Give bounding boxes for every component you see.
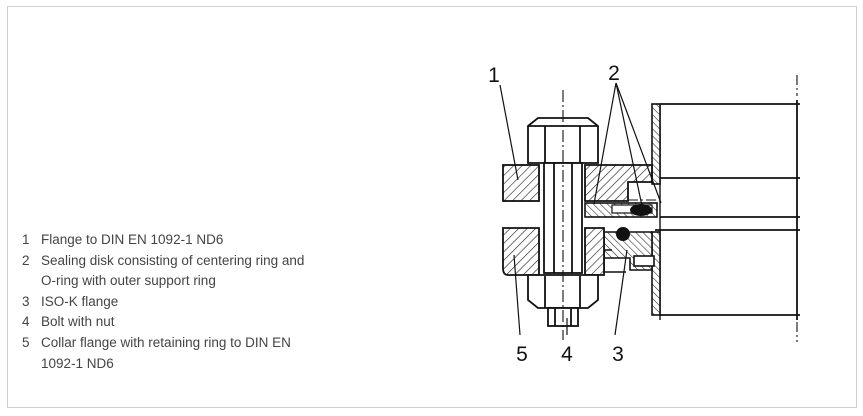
legend-item-2: 2 Sealing disk consisting of centering ri… — [22, 251, 442, 292]
legend-list: 1 Flange to DIN EN 1092-1 ND6 2 Sealing di… — [22, 230, 442, 374]
collar-flange — [502, 227, 605, 276]
legend-text: ISO-K flange — [41, 293, 119, 309]
callout-2: 2 — [608, 62, 620, 85]
sealing-disk — [584, 202, 658, 241]
legend-item-5: 5 Collar flange with retaining ring to DI… — [22, 333, 442, 374]
leader-lines — [499, 82, 662, 336]
callout-5: 5 — [516, 343, 528, 366]
iso-k-flange — [603, 103, 661, 316]
legend-number: 4 — [22, 314, 30, 330]
legend-text: Sealing disk consisting of centering rin… — [41, 252, 305, 289]
legend-item-1: 1 Flange to DIN EN 1092-1 ND6 — [22, 230, 442, 251]
legend-number: 5 — [22, 334, 30, 350]
legend-number: 1 — [22, 232, 30, 247]
figure-frame — [7, 6, 857, 408]
legend-text: Flange to DIN EN 1092-1 ND6 — [41, 232, 224, 247]
legend-text: Bolt with nut — [41, 314, 115, 330]
callout-3: 3 — [612, 343, 624, 366]
legend-number: 3 — [22, 293, 30, 309]
callout-1: 1 — [488, 64, 500, 87]
bolt-with-nut — [527, 90, 599, 340]
callout-4: 4 — [561, 343, 573, 366]
legend-item-3: 3 ISO-K flange — [22, 292, 442, 313]
legend-text: Collar flange with retaining ring to DIN… — [41, 334, 291, 371]
legend-item-4: 4 Bolt with nut — [22, 312, 442, 333]
legend-number: 2 — [22, 252, 30, 268]
